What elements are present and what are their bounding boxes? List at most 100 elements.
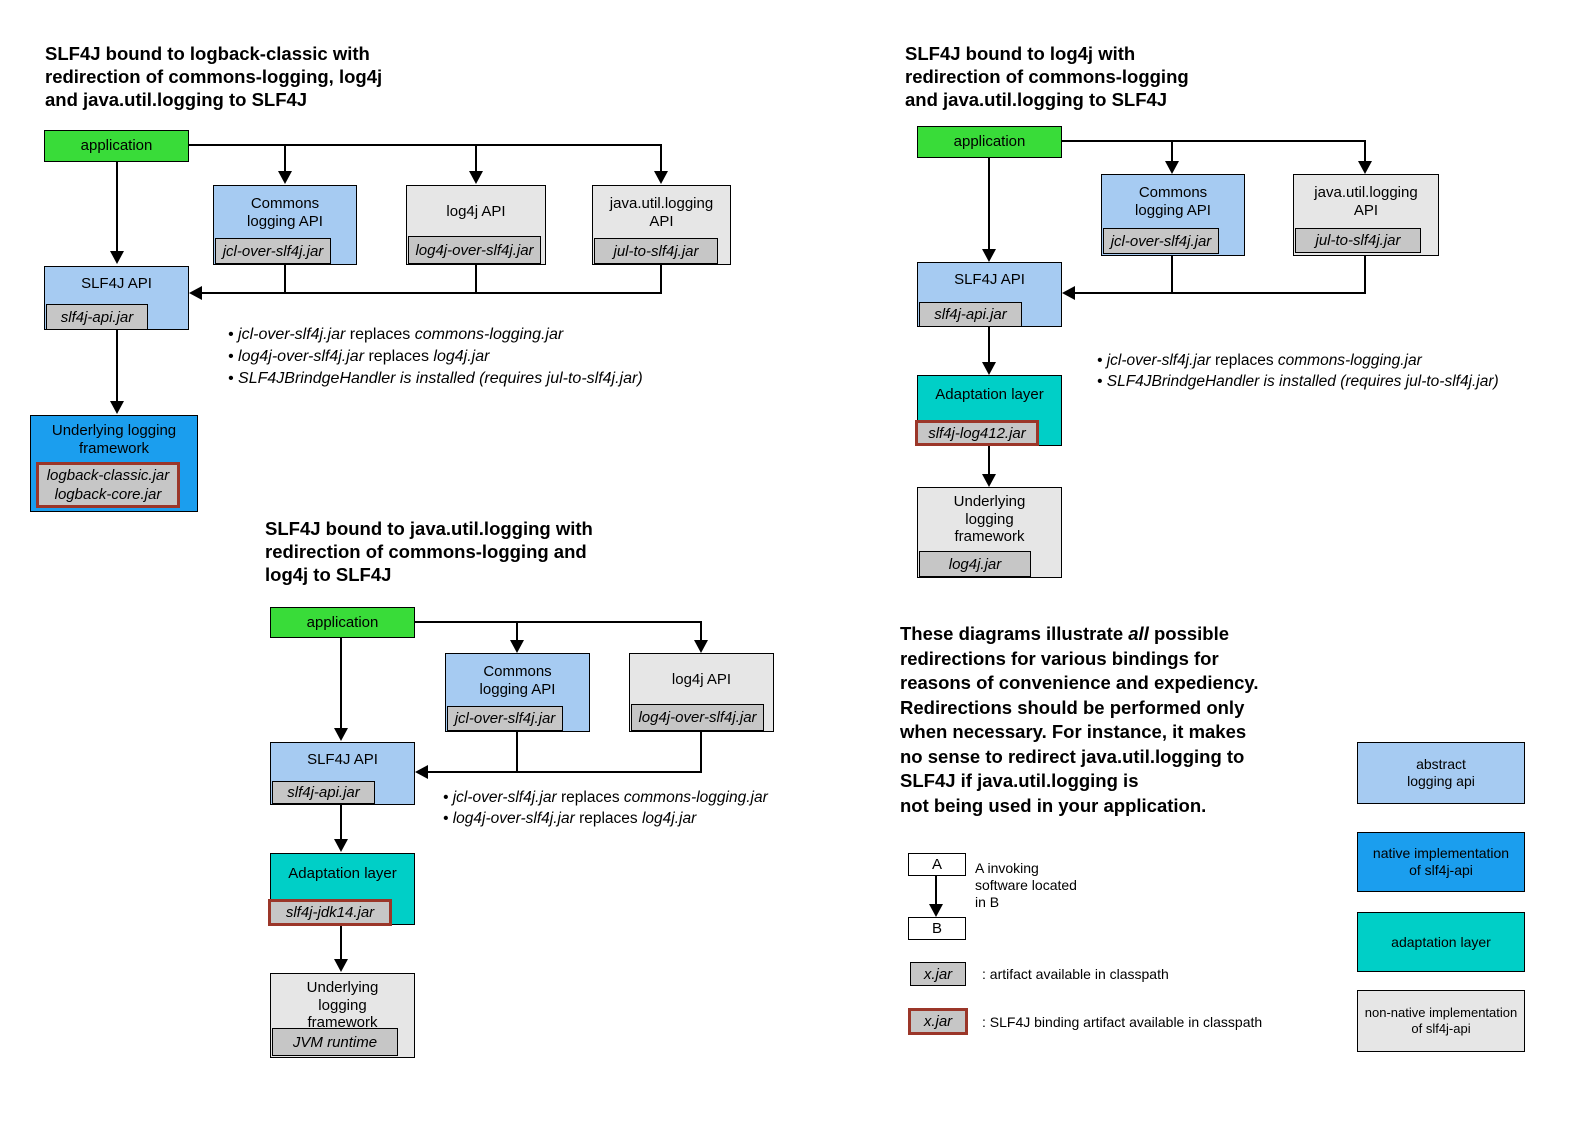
d3-underlying-jar-tag: log4j.jar: [919, 551, 1031, 577]
d3-arrow-left-slf4j-icon: [1062, 286, 1075, 300]
d2-adaptation-jar-tag: slf4j-jdk14.jar: [268, 899, 392, 926]
bullet-line: • SLF4JBrindgeHandler is installed (requ…: [228, 368, 643, 390]
bullet-jar-name: • SLF4JBrindgeHandler is installed (requ…: [228, 370, 643, 387]
d3-slf4j-jar-tag: slf4j-api.jar: [919, 302, 1022, 327]
legend-b-box: B: [908, 917, 966, 940]
d1-app-to-slf4j-line: [116, 162, 118, 251]
d3-arrow-down-commons-icon: [1165, 161, 1179, 174]
d3-adaptation-jar-tag: slf4j-log412.jar: [915, 420, 1039, 446]
bullet-connector: replaces: [574, 810, 642, 827]
legend-abstract-api-box: abstract logging api: [1357, 742, 1525, 804]
d3-commons-jar-tag: jcl-over-slf4j.jar: [1103, 228, 1219, 254]
bullet-connector: replaces: [364, 348, 434, 365]
d1-merge-line-commons: [284, 265, 286, 294]
d3-drop-line-jul: [1364, 142, 1366, 161]
bullet-line: • log4j-over-slf4j.jar replaces log4j.ja…: [443, 808, 768, 829]
d1-arrow-down-underlying-icon: [110, 401, 124, 414]
d1-commons-jar-tag: jcl-over-slf4j.jar: [215, 238, 331, 264]
bullet-connector: replaces: [345, 326, 415, 343]
d2-arrow-down-underlying-icon: [334, 959, 348, 972]
d1-title: SLF4J bound to logback-classic with redi…: [45, 43, 383, 110]
note-text: These diagrams illustrate: [900, 623, 1129, 644]
d3-arrow-down-jul-icon: [1358, 161, 1372, 174]
d3-slf4j-to-adaptation-line: [988, 327, 990, 362]
d3-bullets: • jcl-over-slf4j.jar replaces commons-lo…: [1097, 350, 1499, 392]
d2-drop-line-log4j: [700, 623, 702, 641]
d2-underlying-jar-tag: JVM runtime: [272, 1028, 398, 1056]
d2-arrow-down-slf4j-icon: [334, 728, 348, 741]
bullet-target: log4j.jar: [641, 810, 697, 827]
note-lines: redirections for various bindings for re…: [900, 647, 1259, 816]
d2-top-connector-line: [415, 621, 702, 623]
d2-bullets: • jcl-over-slf4j.jar replaces commons-lo…: [443, 787, 768, 829]
d1-arrow-down-slf4j-icon: [110, 251, 124, 264]
d3-title: SLF4J bound to log4j with redirection of…: [905, 43, 1189, 110]
bullet-line: • jcl-over-slf4j.jar replaces commons-lo…: [228, 324, 643, 346]
d3-adaptation-to-underlying-line: [988, 446, 990, 474]
bullet-target: commons-logging.jar: [623, 789, 768, 806]
d1-jul-jar-tag: jul-to-slf4j.jar: [594, 238, 718, 264]
d3-jul-jar-tag: jul-to-slf4j.jar: [1295, 228, 1421, 253]
legend-xjar-tag: x.jar: [910, 962, 966, 986]
d2-merge-line-commons: [516, 732, 518, 773]
d1-log4j-jar-tag: log4j-over-slf4j.jar: [408, 236, 541, 264]
bullet-jar-name: • jcl-over-slf4j.jar: [1097, 352, 1211, 369]
d3-arrow-down-slf4j-icon: [982, 249, 996, 262]
bullet-jar-name: • log4j-over-slf4j.jar: [228, 348, 365, 365]
d2-adaptation-to-underlying-line: [340, 926, 342, 959]
d2-application-box: application: [270, 607, 415, 638]
d2-log4j-jar-tag: log4j-over-slf4j.jar: [631, 704, 764, 731]
note-emphasis: all: [1128, 623, 1149, 644]
legend-artifact-text: : artifact available in classpath: [982, 966, 1169, 982]
d2-app-to-slf4j-line: [340, 638, 342, 728]
legend-a-box: A: [908, 853, 966, 876]
d1-slf4j-to-underlying-line: [116, 330, 118, 401]
d2-arrow-down-commons-icon: [510, 640, 524, 653]
d2-arrow-down-log4j-icon: [694, 640, 708, 653]
legend-ab-text: A invoking software located in B: [975, 860, 1077, 910]
d2-commons-jar-tag: jcl-over-slf4j.jar: [447, 706, 563, 731]
d2-arrow-down-adaptation-icon: [334, 839, 348, 852]
bullet-jar-name: • SLF4JBrindgeHandler is installed (requ…: [1097, 373, 1499, 390]
d1-merge-line-jul: [660, 265, 662, 294]
bullet-connector: replaces: [556, 789, 624, 806]
legend-adaptation-box: adaptation layer: [1357, 912, 1525, 972]
bullet-line: • jcl-over-slf4j.jar replaces commons-lo…: [1097, 350, 1499, 371]
bullet-line: • SLF4JBrindgeHandler is installed (requ…: [1097, 371, 1499, 392]
d1-merge-connector-line: [202, 292, 662, 294]
d3-merge-line-commons: [1171, 256, 1173, 294]
d3-arrow-down-adaptation-icon: [982, 362, 996, 375]
bullet-target: log4j.jar: [433, 348, 490, 365]
d1-arrow-down-log4j-icon: [469, 171, 483, 184]
note-paragraph: These diagrams illustrate all possible r…: [900, 622, 1258, 818]
bullet-line: • jcl-over-slf4j.jar replaces commons-lo…: [443, 787, 768, 808]
legend-native-impl-box: native implementation of slf4j-api: [1357, 832, 1525, 892]
legend-ab-line: [935, 876, 937, 905]
d1-drop-line-log4j: [475, 146, 477, 171]
d3-application-box: application: [917, 126, 1062, 158]
bullet-jar-name: • jcl-over-slf4j.jar: [443, 789, 557, 806]
bullet-line: • log4j-over-slf4j.jar replaces log4j.ja…: [228, 346, 643, 368]
note-text: possible: [1148, 623, 1230, 644]
d3-merge-line-jul: [1364, 256, 1366, 294]
d1-arrow-left-slf4j-icon: [189, 286, 202, 300]
d3-top-connector-line: [1062, 140, 1366, 142]
legend-xjar-binding-tag: x.jar: [908, 1008, 968, 1035]
d2-arrow-left-slf4j-icon: [415, 765, 428, 779]
d3-merge-connector-line: [1075, 292, 1366, 294]
d3-app-to-slf4j-line: [988, 158, 990, 249]
d2-title: SLF4J bound to java.util.logging with re…: [265, 518, 593, 585]
d3-arrow-down-underlying-icon: [982, 474, 996, 487]
legend-non-native-impl-box: non-native implementation of slf4j-api: [1357, 990, 1525, 1052]
d1-underlying-jar-tag: logback-classic.jar logback-core.jar: [36, 462, 180, 508]
bullet-target: commons-logging.jar: [1277, 352, 1422, 369]
d2-merge-connector-line: [428, 771, 702, 773]
legend-arrow-down-icon: [929, 904, 943, 917]
d2-slf4j-to-adaptation-line: [340, 805, 342, 839]
bullet-jar-name: • log4j-over-slf4j.jar: [443, 810, 575, 827]
d1-bullets: • jcl-over-slf4j.jar replaces commons-lo…: [228, 324, 643, 390]
bullet-connector: replaces: [1210, 352, 1278, 369]
d1-arrow-down-jul-icon: [654, 171, 668, 184]
bullet-jar-name: • jcl-over-slf4j.jar: [228, 326, 346, 343]
